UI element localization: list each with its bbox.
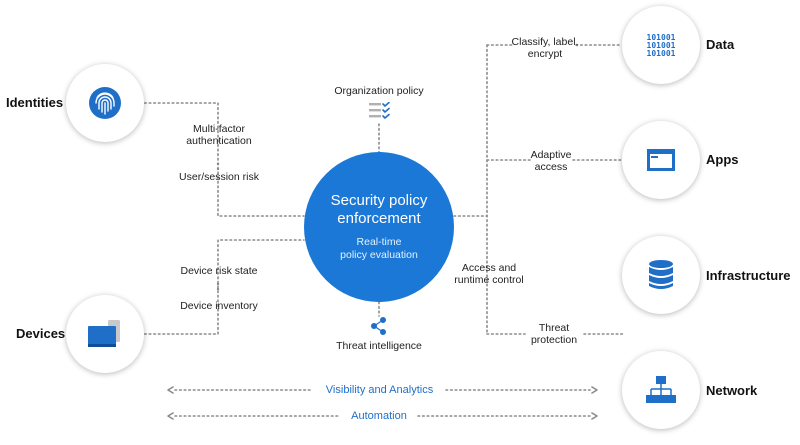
policy-enforcement-hub: Security policy enforcement Real-time po…	[304, 152, 454, 302]
apps-label: Apps	[706, 152, 739, 167]
data-node: 101001 101001 101001	[622, 6, 700, 84]
identities-label: Identities	[6, 95, 64, 110]
threat-intelligence-label: Threat intelligence	[336, 340, 422, 352]
apps-node	[622, 121, 700, 199]
devices-connector	[139, 239, 305, 335]
visibility-arrow-left	[167, 386, 174, 394]
mfa-label-line2: authentication	[186, 135, 252, 147]
infrastructure-label: Infrastructure	[706, 268, 791, 283]
organization-policy-label: Organization policy	[334, 85, 424, 97]
svg-text:101001: 101001	[647, 33, 676, 42]
classify-label-line1: Classify, label,	[511, 36, 579, 48]
identities-node	[66, 64, 144, 142]
share-nodes-icon	[371, 317, 386, 335]
fingerprint-icon	[89, 87, 121, 119]
threat-protection-line1: Threat	[538, 322, 570, 334]
user-session-risk-label: User/session risk	[179, 171, 259, 183]
checklist-icon	[369, 102, 390, 119]
network-node	[622, 351, 700, 429]
access-runtime-line2: runtime control	[454, 274, 524, 286]
automation-label: Automation	[351, 410, 407, 422]
identities-connector	[139, 102, 305, 217]
access-runtime-line1: Access and	[461, 262, 517, 274]
binary-data-icon: 101001 101001 101001	[647, 33, 676, 57]
classify-label-line2: encrypt	[527, 48, 563, 60]
infrastructure-node	[622, 236, 700, 314]
hub-subtitle-line2: policy evaluation	[340, 249, 418, 261]
app-window-icon	[647, 149, 675, 171]
hub-subtitle: Real-time policy evaluation	[340, 236, 418, 262]
svg-text:101001: 101001	[647, 41, 676, 50]
mfa-label-line1: Multi-factor	[193, 123, 245, 135]
hub-title-line1: Security policy	[330, 192, 428, 209]
adaptive-access-line2: access	[534, 161, 568, 173]
automation-arrow-left	[167, 412, 174, 420]
device-inventory-label: Device inventory	[180, 300, 258, 312]
devices-icon	[88, 320, 120, 347]
hub-subtitle-line1: Real-time	[356, 236, 402, 248]
svg-text:101001: 101001	[647, 49, 676, 57]
threat-protection-label: Threat protection	[520, 322, 588, 346]
devices-node	[66, 295, 144, 373]
visibility-arrow-right	[591, 386, 598, 394]
mfa-label: Multi-factor authentication	[174, 123, 264, 147]
network-label: Network	[706, 383, 758, 398]
network-hierarchy-icon	[646, 376, 676, 403]
classify-label: Classify, label, encrypt	[510, 36, 580, 60]
visibility-analytics-label: Visibility and Analytics	[325, 384, 434, 396]
threat-protection-line2: protection	[530, 334, 578, 346]
adaptive-access-line1: Adaptive	[530, 149, 572, 161]
hub-title-line2: enforcement	[337, 210, 421, 227]
automation-arrow-right	[591, 412, 598, 420]
adaptive-access-label: Adaptive access	[520, 149, 582, 173]
devices-label: Devices	[16, 326, 66, 341]
database-icon	[649, 260, 673, 289]
device-risk-state-label: Device risk state	[180, 265, 258, 277]
access-runtime-label: Access and runtime control	[443, 262, 535, 286]
data-label: Data	[706, 37, 735, 52]
